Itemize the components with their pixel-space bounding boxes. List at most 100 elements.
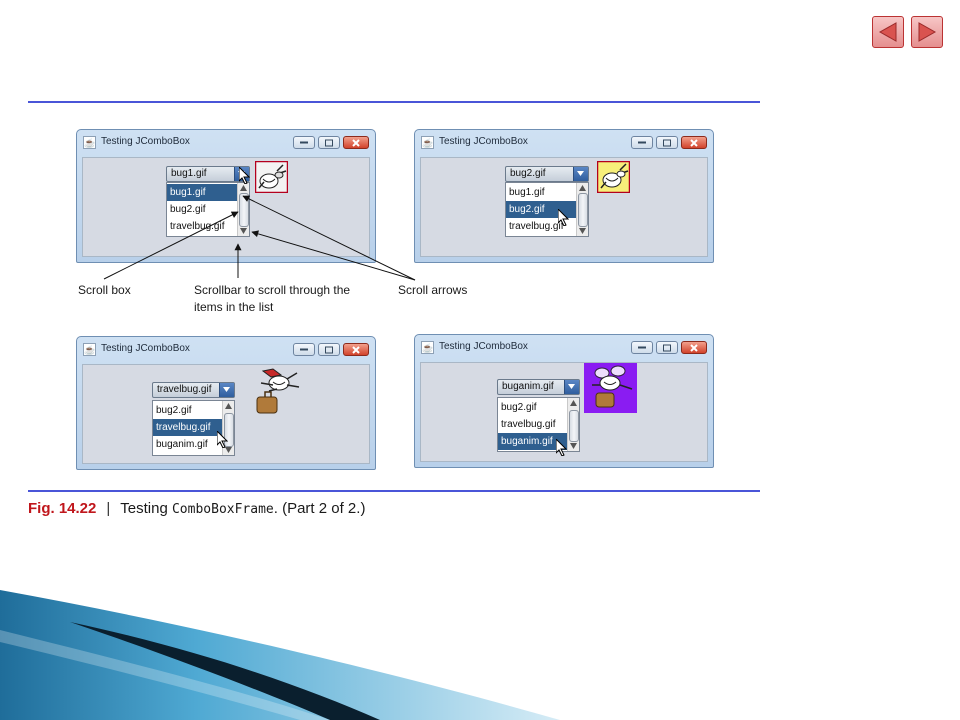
combo-arrow-button[interactable]	[564, 380, 579, 394]
scrollbar[interactable]	[567, 398, 579, 451]
window-content: travelbug.gif bug2.gif travelbug.gif bug…	[82, 364, 370, 464]
scroll-box[interactable]	[239, 193, 249, 227]
java-icon: ☕	[421, 136, 434, 149]
minimize-button[interactable]	[631, 136, 653, 149]
list-item[interactable]: travelbug.gif	[153, 419, 223, 436]
scroll-box[interactable]	[578, 193, 588, 227]
java-icon: ☕	[83, 343, 96, 356]
buganim-image	[584, 363, 637, 413]
combo-dropdown-list: bug1.gif bug2.gif travelbug.gif	[166, 182, 250, 237]
bug2-image	[597, 161, 630, 193]
previous-slide-button[interactable]	[872, 16, 904, 48]
list-item[interactable]: bug1.gif	[509, 187, 545, 198]
list-item[interactable]: bug2.gif	[501, 402, 537, 413]
combo-value: bug1.gif	[171, 168, 207, 179]
title-bar: ☕ Testing JComboBox	[77, 130, 375, 156]
minimize-button[interactable]	[293, 343, 315, 356]
scroll-up-arrow-icon[interactable]	[240, 185, 247, 191]
scroll-down-arrow-pointer	[251, 230, 416, 281]
next-slide-button[interactable]	[911, 16, 943, 48]
figure-caption: Fig. 14.22|Testing ComboBoxFrame. (Part …	[28, 500, 365, 517]
scroll-down-arrow-icon[interactable]	[225, 447, 232, 453]
scroll-arrows-label: Scroll arrows	[398, 283, 468, 297]
scrollbar-label-line2: items in the list	[194, 300, 274, 314]
caption-text-after: . (Part 2 of 2.)	[273, 500, 366, 517]
caption-code: ComboBoxFrame	[171, 502, 274, 517]
window-3: ☕ Testing JComboBox travelbug.gif bug2.g…	[76, 336, 376, 470]
close-icon	[690, 343, 698, 352]
scroll-up-arrow-pointer	[242, 195, 416, 281]
window-4: ☕ Testing JComboBox buganim.gif bug2.gif…	[414, 334, 714, 468]
list-item[interactable]: buganim.gif	[156, 439, 208, 450]
combo-dropdown-list: bug2.gif travelbug.gif buganim.gif	[152, 400, 235, 456]
close-button[interactable]	[343, 343, 369, 356]
scroll-down-arrow-icon[interactable]	[240, 228, 247, 234]
title-bar: ☕ Testing JComboBox	[415, 335, 713, 361]
triangle-right-icon	[918, 22, 937, 42]
window-content: bug2.gif bug1.gif bug2.gif travelbug.gif	[420, 157, 708, 257]
close-icon	[352, 138, 360, 147]
java-icon: ☕	[83, 136, 96, 149]
maximize-button[interactable]	[318, 343, 340, 356]
caption-separator: |	[106, 500, 111, 517]
chevron-down-icon	[568, 384, 575, 389]
bottom-rule	[28, 490, 760, 492]
maximize-button[interactable]	[656, 341, 678, 354]
scroll-up-arrow-icon[interactable]	[579, 185, 586, 191]
window-title: Testing JComboBox	[101, 136, 190, 147]
scroll-up-arrow-icon[interactable]	[570, 400, 577, 406]
scroll-box[interactable]	[224, 413, 234, 447]
minimize-icon	[638, 346, 646, 348]
list-item[interactable]: travelbug.gif	[501, 419, 556, 430]
maximize-button[interactable]	[318, 136, 340, 149]
image-names-combo[interactable]: buganim.gif	[497, 379, 580, 395]
combo-arrow-button[interactable]	[219, 383, 234, 397]
list-item[interactable]: travelbug.gif	[170, 221, 225, 232]
window-content: buganim.gif bug2.gif travelbug.gif bugan…	[420, 362, 708, 462]
close-button[interactable]	[343, 136, 369, 149]
image-names-combo[interactable]: travelbug.gif	[152, 382, 235, 398]
list-item[interactable]: bug2.gif	[156, 405, 192, 416]
bug1-image	[255, 161, 288, 193]
close-icon	[690, 138, 698, 147]
close-button[interactable]	[681, 136, 707, 149]
figure-number: Fig. 14.22	[28, 500, 97, 517]
close-button[interactable]	[681, 341, 707, 354]
scroll-down-arrow-icon[interactable]	[570, 443, 577, 449]
triangle-left-icon	[878, 22, 897, 42]
chevron-down-icon	[577, 171, 584, 176]
mouse-pointer-icon	[217, 431, 228, 448]
image-names-combo[interactable]: bug2.gif	[505, 166, 589, 182]
combo-value: travelbug.gif	[157, 384, 212, 395]
maximize-button[interactable]	[656, 136, 678, 149]
mouse-pointer-icon	[239, 167, 250, 184]
combo-value: buganim.gif	[502, 381, 554, 392]
scroll-down-arrow-icon[interactable]	[579, 228, 586, 234]
scroll-up-arrow-icon[interactable]	[225, 403, 232, 409]
close-icon	[352, 345, 360, 354]
scroll-box-arrow	[103, 211, 239, 280]
list-item[interactable]: buganim.gif	[498, 433, 568, 450]
decorative-swoosh	[0, 590, 560, 720]
maximize-icon	[325, 346, 333, 353]
chevron-down-icon	[223, 387, 230, 392]
scrollbar-label-line1: Scrollbar to scroll through the	[194, 283, 351, 297]
minimize-button[interactable]	[631, 341, 653, 354]
maximize-icon	[663, 344, 671, 351]
minimize-icon	[300, 141, 308, 143]
top-rule	[28, 101, 760, 103]
list-item[interactable]: travelbug.gif	[509, 221, 564, 232]
maximize-icon	[663, 139, 671, 146]
minimize-button[interactable]	[293, 136, 315, 149]
scrollbar[interactable]	[576, 183, 588, 236]
combo-value: bug2.gif	[510, 168, 546, 179]
combo-dropdown-list: bug2.gif travelbug.gif buganim.gif	[497, 397, 580, 452]
list-item[interactable]: bug1.gif	[167, 184, 238, 201]
mouse-pointer-icon	[556, 439, 567, 456]
java-icon: ☕	[421, 341, 434, 354]
scroll-box[interactable]	[569, 410, 579, 442]
combo-arrow-button[interactable]	[573, 167, 588, 181]
window-title: Testing JComboBox	[439, 136, 528, 147]
list-item[interactable]: bug2.gif	[170, 204, 206, 215]
